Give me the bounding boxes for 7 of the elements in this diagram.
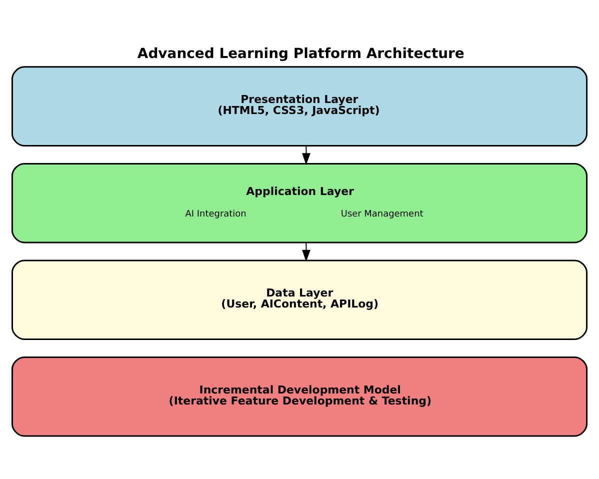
node-box: Incremental Development Model (Iterative Feature Development & Testing)	[11, 356, 588, 436]
node-box: Application Layer AI Integration User Management	[11, 162, 588, 243]
arrow	[302, 144, 310, 165]
node-box: Data Layer (User, AIContent, APILog)	[11, 259, 588, 340]
diagram-title: Advanced Learning Platform Architecture	[137, 46, 464, 62]
node-box: Presentation Layer (HTML5, CSS3, JavaScript)	[11, 66, 588, 146]
arrow	[302, 242, 310, 262]
